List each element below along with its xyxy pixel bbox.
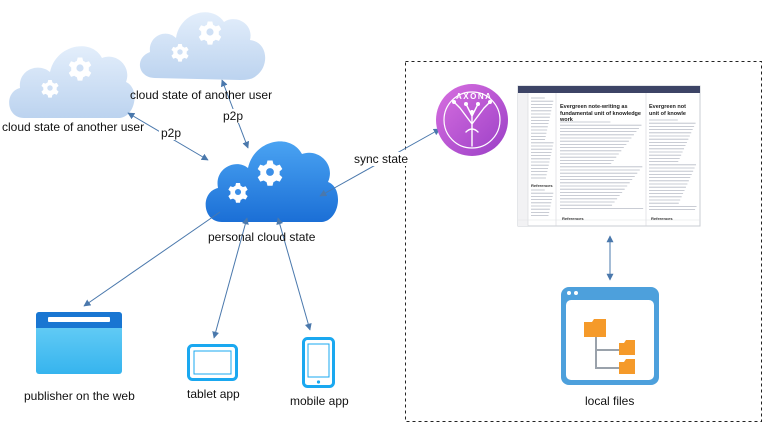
cloud-other-user-left: [9, 46, 135, 118]
document-text-lines: [531, 97, 697, 217]
axona-logo: [436, 84, 508, 156]
folder-tree-icon: [561, 287, 659, 385]
gear-icon: [171, 44, 189, 62]
publisher-arrow: [83, 211, 221, 307]
publisher-label: publisher on the web: [24, 389, 135, 403]
tablet-arrow: [212, 217, 249, 339]
doc-title-right: Evergreen not unit of knowle: [649, 104, 686, 117]
mobile-label: mobile app: [290, 394, 349, 408]
local-files-label: local files: [585, 394, 635, 408]
doc-references: References: [562, 216, 584, 221]
web-browser-icon: [36, 312, 122, 374]
p2p-label-left: p2p: [159, 126, 184, 140]
doc-references-right: References: [651, 216, 673, 221]
gear-icon: [228, 183, 248, 203]
p2p-label-top: p2p: [221, 109, 246, 123]
cloud-other-user-left-label: cloud state of another user: [2, 120, 145, 134]
sync-state-label: sync state: [352, 152, 411, 166]
note-app-window: [517, 85, 701, 227]
doc-references-left: References: [531, 183, 553, 188]
cloud-other-user-top: [139, 12, 266, 80]
mobile-icon: [302, 337, 335, 388]
gear-icon: [257, 160, 283, 186]
gear-icon: [41, 80, 59, 98]
gear-icon: [68, 57, 92, 81]
gear-icon: [198, 21, 222, 45]
tablet-icon: [187, 344, 238, 381]
doc-title: Evergreen note-writing as fundamental un…: [560, 104, 641, 123]
cloud-personal: [205, 141, 339, 222]
personal-cloud-label: personal cloud state: [208, 230, 316, 244]
cloud-other-user-top-label: cloud state of another user: [130, 88, 273, 102]
mobile-arrow: [276, 217, 312, 331]
axona-logo-text: AXONA: [456, 92, 493, 101]
tablet-label: tablet app: [187, 387, 240, 401]
